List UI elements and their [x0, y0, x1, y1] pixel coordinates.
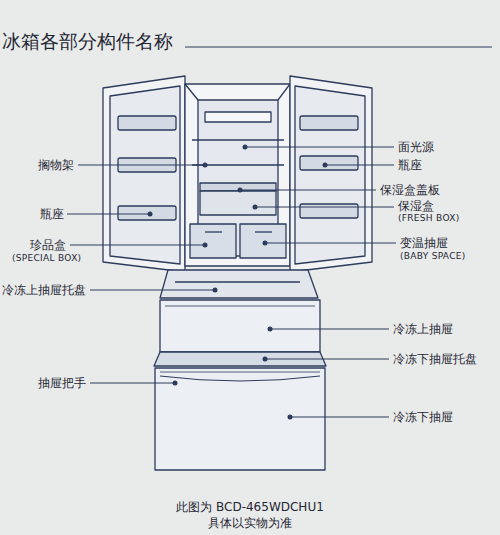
part-label: 面光源 [398, 140, 434, 154]
part-label: (FRESH BOX) [398, 213, 459, 224]
page-title: 冰箱各部分构件名称 [2, 30, 173, 52]
part-label: 瓶座 [40, 207, 64, 221]
part-label: 变温抽屉 [400, 236, 448, 250]
part-label: 瓶座 [398, 158, 422, 172]
part-label: 保湿盒 [398, 199, 434, 213]
part-label: 冷冻下抽屉 [393, 410, 453, 424]
part-label: 搁物架 [38, 158, 74, 172]
caption-note: 具体以实物为准 [0, 516, 500, 530]
part-label: 珍品盒 [30, 238, 66, 252]
part-label: 抽屉把手 [38, 376, 86, 390]
part-label: 保湿盒盖板 [380, 183, 440, 197]
part-label: 冷冻上抽屉 [393, 322, 453, 336]
figure-caption: 此图为 BCD-465WDCHU1 [0, 500, 500, 514]
part-label: (SPECIAL BOX) [12, 253, 81, 264]
part-label: 冷冻下抽屉托盘 [393, 352, 477, 366]
part-label: 冷冻上抽屉托盘 [2, 283, 86, 297]
part-label: (BABY SPACE) [400, 251, 466, 262]
